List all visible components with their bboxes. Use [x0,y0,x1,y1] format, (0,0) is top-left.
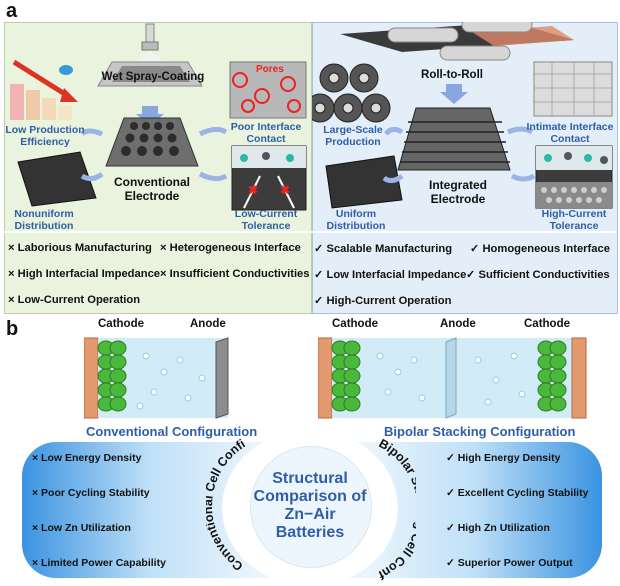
bip-cathode-left-label: Cathode [332,318,378,330]
center-title: Structural Comparison of Zn−Air Batterie… [253,470,367,541]
uniform-image [325,155,403,209]
anode-plate [215,337,229,419]
conv-b-feature-2: × Poor Cycling Stability [32,487,150,499]
int-feature-2: ✓ Homogeneous Interface [470,243,610,255]
panel-b-label: b [6,318,19,340]
bip-cathode-right-label: Cathode [524,318,570,330]
nonuniform-label: Nonuniform Distribution [14,208,74,232]
low-production-label: Low Production Efficiency [5,124,85,148]
bipolar-configuration-title: Bipolar Stacking Configuration [384,424,576,439]
pores-image [229,61,307,119]
bip-b-feature-4: ✓ Superior Power Output [446,557,573,569]
conv-feature-5: × Low-Current Operation [8,294,141,306]
low-current-image: ✖ ✖ [231,145,307,211]
electrode-rolls-image [312,63,391,123]
conv-feature-3: × High Interfacial Impedance [8,268,161,280]
int-feature-1: ✓ Scalable Manufacturing [314,243,453,255]
conv-b-feature-1: × Low Energy Density [32,452,142,464]
int-feature-3: ✓ Low Interfacial Impedance [314,269,467,281]
cell-configuration-arcs: Conventional Cell Configuration Bipolar … [206,436,416,582]
conventional-electrode-image [105,117,199,167]
wet-spray-coating-label: Wet Spray-Coating [101,71,205,83]
bip-b-feature-3: ✓ High Zn Utilization [446,522,550,534]
integrated-electrode-label: Integrated Electrode [428,178,487,206]
bipolar-cell-diagram [318,337,587,419]
conventional-configuration-title: Conventional Configuration [86,424,258,439]
pores-label: Pores [256,64,284,75]
high-current-image [535,145,613,209]
low-current-label: Low-Current Tolerance [234,208,298,232]
roll-to-roll-machine-icon [340,22,574,61]
bip-anode-label: Anode [440,318,476,330]
intimate-interface-label: Intimate Interface Contact [526,121,614,145]
arrow-down-icon [136,106,164,126]
roll-to-roll-label: Roll-to-Roll [421,69,483,81]
conv-feature-4: × Insufficient Conductivities [160,268,310,280]
conventional-diagram: ✖ ✖ [10,23,307,211]
high-current-label: High-Current Tolerance [541,208,607,232]
integrated-electrode-image [397,107,511,171]
bip-b-feature-2: ✓ Excellent Cycling Stability [446,487,589,499]
bip-b-feature-1: ✓ High Energy Density [446,452,561,464]
features-divider [4,231,616,233]
uniform-label: Uniform Distribution [326,208,386,232]
low-efficiency-chart-icon [10,59,78,120]
conventional-electrode-label: Conventional Electrode [113,175,190,203]
conv-b-feature-4: × Limited Power Capability [32,557,166,569]
arrow-down-icon [440,84,468,104]
large-scale-label: Large-Scale Production [323,124,383,148]
conventional-cell-diagram [84,337,229,419]
poor-interface-label: Poor Interface Contact [230,121,302,145]
panel-a-label: a [6,0,18,22]
svg-text:✖: ✖ [248,183,258,197]
conv-b-feature-3: × Low Zn Utilization [32,522,131,534]
conv-feature-2: × Heterogeneous Interface [160,242,301,254]
nonuniform-image [17,151,97,207]
int-feature-4: ✓ Sufficient Conductivities [466,269,610,281]
int-feature-5: ✓ High-Current Operation [314,295,452,307]
conv-anode-label: Anode [190,318,226,330]
conv-cathode-label: Cathode [98,318,144,330]
center-ring [250,446,372,568]
integrated-diagram [312,22,613,209]
svg-text:✖: ✖ [280,183,290,197]
cathode-particles [97,340,127,412]
conv-feature-1: × Laborious Manufacturing [8,242,152,254]
intimate-interface-image [533,61,613,117]
conventional-cell-arc-label: Conventional Cell Configuration [206,436,248,573]
